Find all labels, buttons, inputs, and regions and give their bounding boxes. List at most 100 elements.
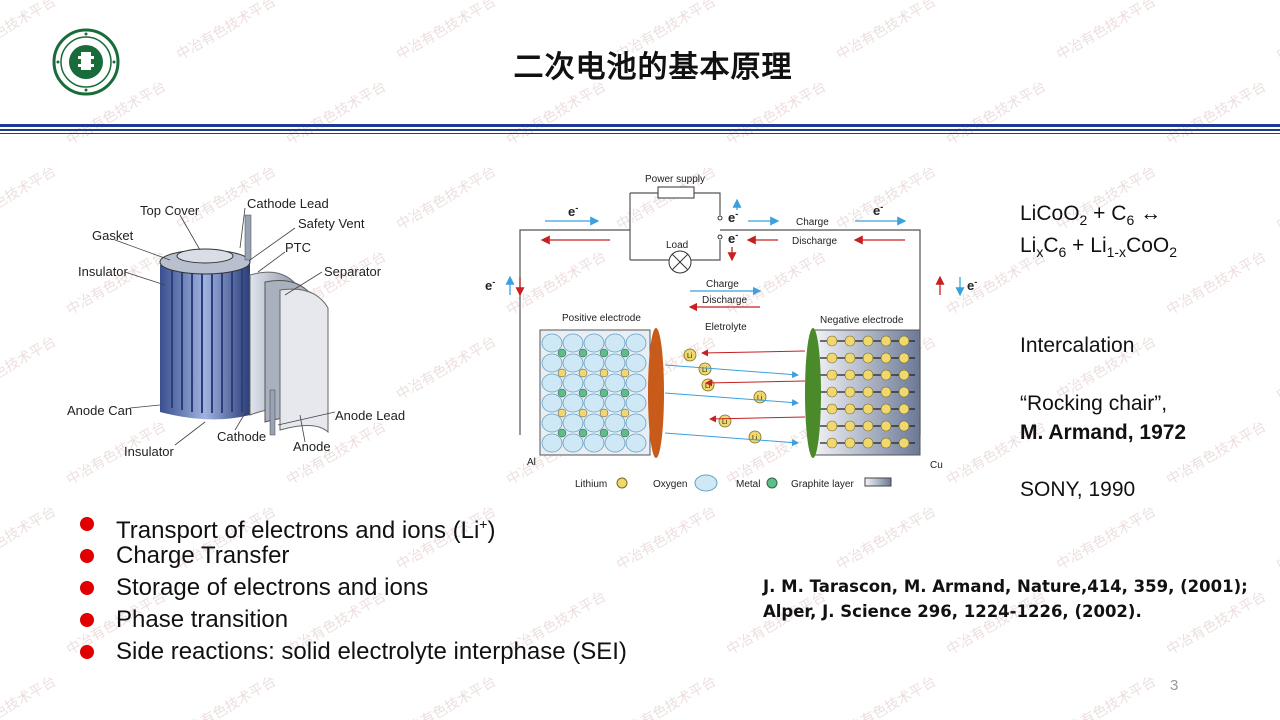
electron-label-discharge: e- — [728, 230, 738, 246]
lithium-atom — [557, 408, 567, 418]
metal-atom — [620, 388, 630, 398]
lithium-atom — [844, 335, 856, 347]
oxygen-atom — [583, 413, 605, 433]
discharge-path — [705, 379, 806, 387]
cell-cutaway-figure: Top Cover Cathode Lead Gasket Safety Ven… — [67, 196, 405, 459]
oxygen-atom — [583, 373, 605, 393]
lithium-atom — [880, 420, 892, 432]
watermark-text: 中冶有色技术平台 — [394, 673, 499, 720]
oxygen-atom — [541, 373, 563, 393]
watermark-text: 中冶有色技术平台 — [0, 333, 59, 404]
oxygen-atom — [583, 433, 605, 453]
lithium-atom — [880, 403, 892, 415]
oxygen-atom — [541, 433, 563, 453]
discharge-path — [709, 415, 806, 423]
oxygen-atom — [604, 353, 626, 373]
lithium-atom — [599, 408, 609, 418]
lithium-atom — [844, 386, 856, 398]
lithium-atom — [880, 386, 892, 398]
oxygen-atom — [562, 373, 584, 393]
li-ion-label: Li — [702, 367, 708, 374]
bullet-dot-icon — [80, 549, 94, 563]
header-rule — [0, 124, 1280, 134]
bullet-dot-icon — [80, 581, 94, 595]
charge-path — [664, 392, 799, 407]
watermark-text: 中冶有色技术平台 — [614, 503, 719, 574]
metal-atom — [620, 348, 630, 358]
watermark-text: 中冶有色技术平台 — [1164, 248, 1269, 319]
lithium-atom — [844, 403, 856, 415]
oxygen-atom — [541, 393, 563, 413]
lithium-atom — [826, 386, 838, 398]
watermark-text: 中冶有色技术平台 — [614, 673, 719, 720]
watermark-text: 中冶有色技术平台 — [724, 588, 829, 659]
watermark-text: 中冶有色技术平台 — [504, 78, 609, 149]
reference-1: J. M. Tarascon, M. Armand, Nature,414, 3… — [763, 577, 1248, 596]
lithium-atom — [862, 386, 874, 398]
lithium-atom — [826, 437, 838, 449]
reference-2: Alper, J. Science 296, 1224-1226, (2002)… — [763, 602, 1142, 621]
label-insulator-bottom: Insulator — [124, 444, 175, 459]
lithium-atom — [862, 403, 874, 415]
anode-layer — [279, 288, 329, 434]
legend-graphite-label: Graphite layer — [791, 479, 854, 490]
oxygen-atom — [625, 393, 647, 413]
watermark-text: 中冶有色技术平台 — [1274, 163, 1280, 234]
lithium-atom — [826, 335, 838, 347]
discharge-label-top: Discharge — [792, 236, 837, 247]
anode-can-shape — [160, 253, 250, 420]
lithium-atom — [862, 335, 874, 347]
bullet-item: Storage of electrons and ions — [80, 572, 627, 604]
oxygen-atom — [625, 353, 647, 373]
watermark-text: 中冶有色技术平台 — [1054, 673, 1159, 720]
watermark-text: 中冶有色技术平台 — [0, 503, 59, 574]
li-ion-label: Li — [705, 383, 711, 390]
oxygen-atom — [541, 413, 563, 433]
electrolyte-label: Eletrolyte — [705, 322, 747, 333]
watermark-text: 中冶有色技术平台 — [944, 588, 1049, 659]
bullet-item: Phase transition — [80, 604, 627, 636]
oxygen-atom — [583, 353, 605, 373]
li-ion-label: Li — [687, 353, 693, 360]
negative-interface — [805, 328, 821, 458]
watermark-text: 中冶有色技术平台 — [1274, 503, 1280, 574]
lithium-atom — [826, 352, 838, 364]
watermark-text: 中冶有色技术平台 — [0, 163, 59, 234]
oxygen-atom — [625, 373, 647, 393]
electron-label-left-side: e- — [485, 277, 495, 293]
reaction-line-1: LiCoO2 + C6 ↔ — [1020, 202, 1162, 229]
label-top-cover: Top Cover — [140, 203, 200, 218]
lithium-atom — [578, 368, 588, 378]
legend-oxygen-label: Oxygen — [653, 479, 687, 490]
power-supply-label: Power supply — [645, 174, 705, 185]
lithium-atom — [880, 335, 892, 347]
label-cathode: Cathode — [217, 429, 266, 444]
label-separator: Separator — [324, 264, 382, 279]
lithium-atom — [844, 437, 856, 449]
metal-atom — [599, 348, 609, 358]
oxygen-atom — [583, 333, 605, 353]
watermark-text: 中冶有色技术平台 — [1164, 588, 1269, 659]
bullet-dot-icon — [80, 517, 94, 531]
lithium-atom — [826, 403, 838, 415]
metal-atom — [557, 428, 567, 438]
al-collector-label: Al — [527, 457, 536, 468]
lithium-atom — [557, 368, 567, 378]
lithium-atom — [844, 420, 856, 432]
oxygen-atom — [604, 393, 626, 413]
lithium-atom — [898, 386, 910, 398]
legend-metal-label: Metal — [736, 479, 760, 490]
watermark-text: 中冶有色技术平台 — [1054, 503, 1159, 574]
lithium-atom — [599, 368, 609, 378]
metal-atom — [557, 348, 567, 358]
bullet-item: Transport of electrons and ions (Li+) — [80, 508, 627, 544]
watermark-text: 中冶有色技术平台 — [0, 673, 59, 720]
page-number: 3 — [1170, 677, 1179, 694]
page-title: 二次电池的基本原理 — [513, 50, 793, 85]
bullet-list: Transport of electrons and ions (Li+) Ch… — [80, 508, 627, 668]
university-seal-icon — [52, 28, 120, 96]
li-ion — [718, 414, 732, 428]
rocking-chair-note: “Rocking chair”, — [1020, 392, 1168, 415]
charge-path — [664, 364, 799, 379]
lithium-atom — [620, 408, 630, 418]
